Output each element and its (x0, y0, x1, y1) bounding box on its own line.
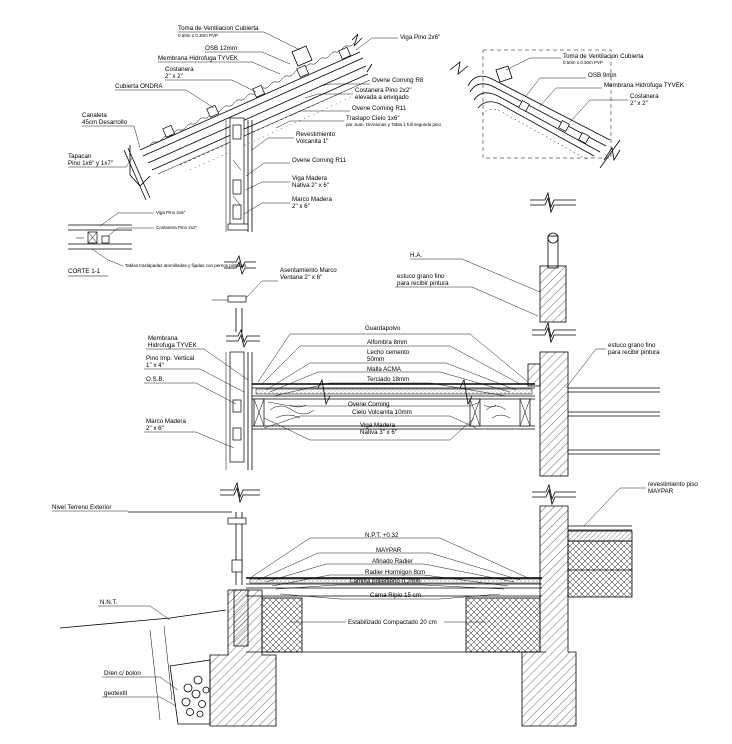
label-tapacan: Tapacan (68, 153, 92, 160)
label-terciado: Terciado 18mm (367, 376, 409, 383)
label-osb-12: OSB 12mm (205, 45, 237, 52)
label-geotextil: geotextil (104, 690, 127, 697)
label-pino-imp: Pino Imp. Vertical (146, 355, 194, 362)
break-symbol-mid (530, 191, 576, 209)
label-asentamiento: Asentamiento Marco (280, 267, 337, 274)
label-estuco-2: estuco grano fino (608, 342, 656, 349)
label-npt: N.P.T. +0.32 (365, 532, 399, 539)
label-costanera-pino-2: elevada a envigado (355, 94, 409, 101)
label-ha: H.A. (410, 252, 422, 259)
label-marco-madera-1: Marco Madera (292, 196, 332, 203)
label-viga-madera-1-dim: Nativa 2" x 6" (292, 182, 329, 189)
label-costanera-1: Costanera (165, 66, 194, 73)
roof-ridge-detail (449, 49, 621, 169)
label-osb-9: OSB 9mm (588, 72, 617, 79)
label-maypar: MAYPAR (376, 547, 402, 554)
foundation-labels: Nivel Terreno Exterior revestimiento pis… (52, 481, 698, 707)
label-toma-vent-1: Toma de Ventilacion Cubierta (178, 25, 259, 32)
label-membrana-3: Membrana (148, 335, 178, 342)
label-pino-imp-dim: 1" x 4" (146, 362, 164, 369)
label-canaleta-dim: 45cm Desarrollo (82, 119, 128, 126)
foundation-section (59, 505, 633, 727)
label-traslapo-sub: par Juan, Divisionas y Tabla 1 full segu… (346, 122, 441, 127)
label-nnt: N.N.T. (100, 599, 117, 606)
label-membrana-3-b: Hidrofuga TYVEK (148, 342, 198, 349)
label-radier: Radier Hormigon 8cm (365, 569, 425, 576)
label-ovene-r8: Ovene Corning R8 (372, 77, 424, 84)
break-symbol-mid-2 (530, 196, 576, 214)
label-marco-madera-2-dim: 2" x 6" (146, 425, 164, 432)
mid-floor-section (212, 232, 660, 506)
label-toma-vent-2-sub: 0.50m x 0.30m PVP (563, 60, 603, 65)
corte-note: Tablas traslapadas atornilladas y fijada… (125, 263, 247, 268)
label-ovene-r11-b: Ovene Corning R11 (292, 157, 347, 164)
label-afinado: Afinado Radier (372, 558, 413, 565)
label-membrana-1: Membrana Hidrofuga TYVEK (158, 55, 239, 62)
label-traslapo: Traslapo Cielo 1x6" (346, 115, 400, 122)
label-nivel-terreno: Nivel Terreno Exterior (52, 504, 111, 511)
label-cubierta: Cubierta ONDRA (115, 83, 163, 90)
label-viga-madera-2: Viga Madera (360, 422, 396, 429)
label-marco-madera-2: Marco Madera (146, 418, 186, 425)
label-ovene-corning: Ovene Corning (348, 401, 390, 408)
label-revestimiento: Revestimiento (296, 131, 336, 138)
label-estabilizado: Estabilizado Compactado 20 cm (348, 619, 437, 626)
label-revestimiento-piso-b: MAYPAR (648, 488, 674, 495)
label-viga-pino: Viga Pino 2x6" (400, 34, 440, 41)
label-costanera-pino: Costanera Pino 2x2" (355, 87, 412, 94)
label-tapacan-dim: Pino 1x6" y 1x7" (68, 160, 113, 167)
label-viga-madera-2-dim: Nativa 3" x 6" (360, 429, 397, 436)
label-lecho: Lecho cemento (367, 349, 410, 356)
label-dren: Dren c/ bolon (104, 670, 141, 677)
label-estuco-1: estuco grano fino (397, 273, 445, 280)
label-revestimiento-piso: revestimiento piso (648, 481, 698, 488)
roof-eave-detail (123, 33, 373, 276)
label-costanera-2-dim: 2" x 2" (630, 100, 648, 107)
label-estuco-1-b: para recibir pintura (397, 280, 449, 287)
label-guardapolvo: Guardapolvo (365, 325, 401, 332)
mid-floor-labels: H.A. estuco grano fino para recibir pint… (144, 252, 660, 449)
roof-eave-labels: Toma de Ventilacion Cubierta 0.50m x 0.3… (68, 25, 441, 215)
label-toma-vent-2: Toma de Ventilacion Cubierta (563, 53, 644, 60)
label-asentamiento-dim: Ventana 2" x 6" (280, 274, 322, 281)
label-toma-vent-1-sub: 0.50m x 0.30m PVP (178, 33, 218, 38)
label-viga-madera-1: Viga Madera (292, 175, 328, 182)
label-alfombra: Alfombra 8mm (367, 339, 407, 346)
label-membrana-2: Membrana Hidrofuga TYVEK (604, 82, 685, 89)
label-revestimiento-2: Volcanita 1" (296, 138, 328, 145)
label-ovene-r11-a: Ovene Corning R11 (352, 105, 407, 112)
roof-ridge-labels: Toma de Ventilacion Cubierta 0.50m x 0.3… (505, 53, 685, 123)
label-marco-madera-1-dim: 2" x 6" (292, 203, 310, 210)
corte-costanera: Costanera Pino 2x2" (156, 225, 198, 230)
label-osb: O.S.B. (146, 376, 165, 383)
label-malla: Malla ACMA (367, 366, 402, 373)
label-lecho-dim: 50mm (367, 356, 384, 363)
section-corte-1-1: Viga Pino 2x6" Costanera Pino 2x2" CORTE… (68, 210, 247, 277)
label-canaleta: Canaleta (82, 112, 107, 119)
label-lamina: Lamina polietileno 0,2mm (350, 578, 421, 585)
corte-title: CORTE 1-1 (68, 268, 101, 275)
label-costanera-1-dim: 2" x 2" (165, 73, 183, 80)
label-cama: Cama Ripio 15 cm (370, 592, 421, 599)
label-estuco-2-b: para recibir pintura (608, 349, 660, 356)
label-costanera-2: Costanera (630, 93, 659, 100)
corte-viga: Viga Pino 2x6" (156, 210, 186, 215)
label-cielo-volcanita: Cielo Volcanita 10mm (352, 409, 412, 416)
